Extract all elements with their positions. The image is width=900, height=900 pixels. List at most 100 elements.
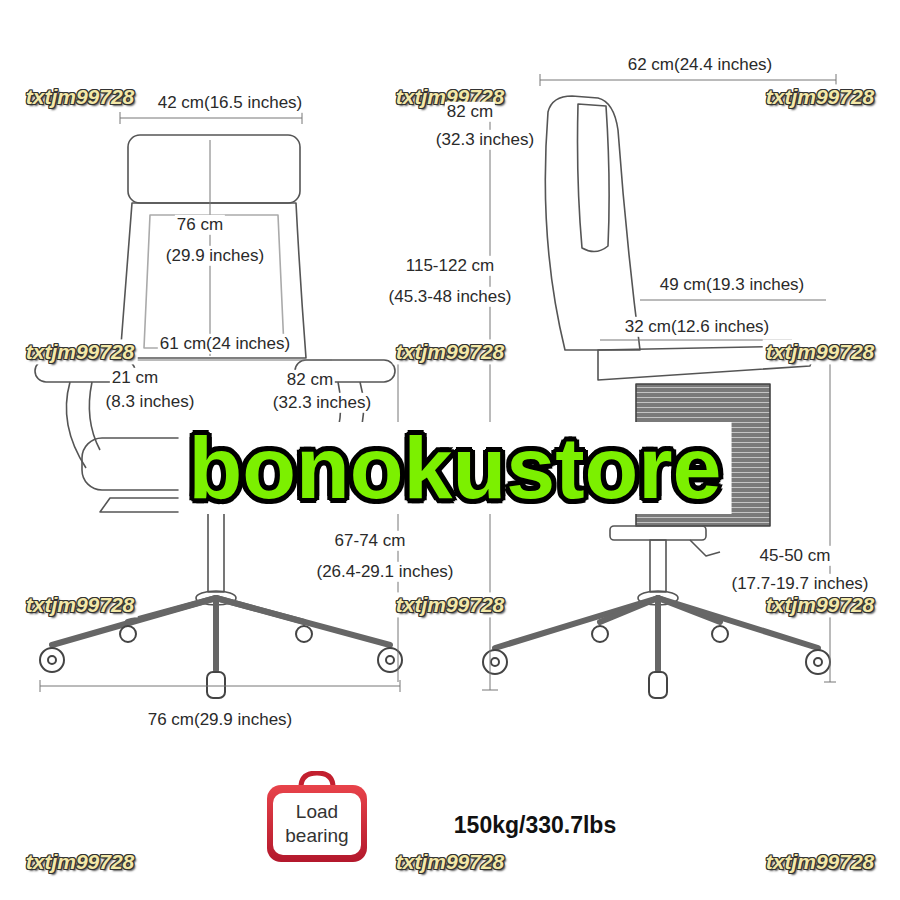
front-view-wheels xyxy=(120,626,136,642)
label-holder: 76 cm(29.9 inches) xyxy=(146,710,295,730)
front-view-wheels xyxy=(48,656,56,664)
front-view-wheels xyxy=(386,656,394,664)
front-view-chair xyxy=(208,512,224,592)
side-view-chair xyxy=(578,104,610,252)
front-dimension-lines xyxy=(400,680,401,692)
dimension-label: 76 cm xyxy=(175,215,225,235)
label-holder: 21 cm xyxy=(110,368,160,388)
dimension-label: (29.9 inches) xyxy=(164,246,266,266)
label-holder: (45.3-48 inches) xyxy=(387,287,514,307)
dimension-label: 82 cm xyxy=(445,102,495,122)
front-dimension-lines xyxy=(40,680,41,692)
watermark: txtjm99728 xyxy=(393,849,508,874)
label-holder: (32.3 inches) xyxy=(271,393,373,413)
label-holder: txtjm99728 xyxy=(23,84,138,109)
label-holder: (29.9 inches) xyxy=(164,246,266,266)
dimension-label: 45-50 cm xyxy=(758,546,833,566)
label-holder: 115-122 cm xyxy=(404,256,497,276)
front-dimension-lines xyxy=(120,118,302,119)
label-holder: 82 cm xyxy=(285,370,335,390)
dimension-label: 82 cm xyxy=(285,370,335,390)
front-dimension-lines xyxy=(120,112,121,124)
label-holder: 32 cm(12.6 inches) xyxy=(623,317,772,337)
label-holder: (8.3 inches) xyxy=(104,392,197,412)
label-holder: txtjm99728 xyxy=(23,592,138,617)
side-view-chair xyxy=(545,96,640,350)
dimension-label: 61 cm(24 inches) xyxy=(158,334,292,354)
watermark: txtjm99728 xyxy=(23,339,138,364)
side-view-wheels xyxy=(592,626,608,642)
watermark: txtjm99728 xyxy=(763,592,878,617)
label-holder: 76 cm xyxy=(175,215,225,235)
side-view-wheels xyxy=(483,626,830,698)
label-holder: txtjm99728 xyxy=(763,84,878,109)
dimension-label: 67-74 cm xyxy=(333,531,408,551)
badge-bag-shape xyxy=(273,793,361,855)
label-holder: txtjm99728 xyxy=(393,592,508,617)
side-dimension-lines xyxy=(830,350,831,682)
side-dimension-lines xyxy=(540,74,541,86)
side-view-chair xyxy=(610,526,706,540)
side-view-base-legs xyxy=(655,598,661,670)
front-view-chair xyxy=(144,215,284,348)
label-holder: (17.7-19.7 inches) xyxy=(729,574,870,594)
front-view-chair xyxy=(66,382,86,468)
front-dimension-lines xyxy=(302,112,303,124)
dimension-label: 49 cm(19.3 inches) xyxy=(658,275,807,295)
side-view-wheels xyxy=(712,626,728,642)
dimension-label: 115-122 cm xyxy=(404,256,497,276)
side-view-wheels xyxy=(649,672,667,698)
badge-bag-shape xyxy=(301,773,333,787)
side-view-wheels xyxy=(483,650,507,674)
side-view-wheels xyxy=(806,650,830,674)
label-holder: txtjm99728 xyxy=(23,849,138,874)
label-holder: bonokustore xyxy=(179,422,732,514)
side-view-base-legs xyxy=(495,598,658,648)
side-view-wheels xyxy=(491,658,499,666)
label-holder: txtjm99728 xyxy=(23,339,138,364)
dimension-label: (32.3 inches) xyxy=(434,130,536,150)
label-holder: txtjm99728 xyxy=(763,849,878,874)
side-view-wheels xyxy=(814,658,822,666)
label-holder: 45-50 cm xyxy=(758,546,833,566)
front-view-wheels xyxy=(40,648,64,672)
label-holder: 150kg/330.7lbs xyxy=(452,812,618,840)
dimension-label: (32.3 inches) xyxy=(271,393,373,413)
dimension-label: 42 cm(16.5 inches) xyxy=(156,93,305,113)
label-holder: (26.4-29.1 inches) xyxy=(314,562,455,582)
dimension-label: 32 cm(12.6 inches) xyxy=(623,317,772,337)
front-view-base-legs xyxy=(216,598,390,645)
label-holder: 62 cm(24.4 inches) xyxy=(626,55,775,75)
label-holder: (32.3 inches) xyxy=(434,130,536,150)
front-view-chair xyxy=(128,135,300,203)
watermark: txtjm99728 xyxy=(393,592,508,617)
dimension-label: (45.3-48 inches) xyxy=(387,287,514,307)
watermark: txtjm99728 xyxy=(23,592,138,617)
side-view-chair xyxy=(650,540,666,592)
dimension-label: (8.3 inches) xyxy=(104,392,197,412)
label-holder: 67-74 cm xyxy=(333,531,408,551)
front-dimension-lines xyxy=(40,686,400,687)
watermark: txtjm99728 xyxy=(763,849,878,874)
dimension-label: 21 cm xyxy=(110,368,160,388)
watermark: txtjm99728 xyxy=(23,84,138,109)
load-capacity: 150kg/330.7lbs xyxy=(452,812,618,840)
store-name: bonokustore xyxy=(179,422,732,514)
badge-bag-shape xyxy=(267,785,367,862)
watermark: txtjm99728 xyxy=(763,339,878,364)
front-view-wheels xyxy=(207,672,225,698)
side-dimension-lines xyxy=(540,80,836,81)
side-view-chair xyxy=(690,540,720,556)
watermark: txtjm99728 xyxy=(393,339,508,364)
dimension-label: (26.4-29.1 inches) xyxy=(314,562,455,582)
front-view-chair xyxy=(120,203,306,358)
front-dimension-lines xyxy=(398,362,399,682)
dimension-label: 76 cm(29.9 inches) xyxy=(146,710,295,730)
label-holder: 42 cm(16.5 inches) xyxy=(156,93,305,113)
front-view-base-legs xyxy=(128,598,216,622)
watermark: txtjm99728 xyxy=(763,84,878,109)
front-view-wheels xyxy=(296,626,312,642)
side-view-base-legs xyxy=(600,598,658,622)
